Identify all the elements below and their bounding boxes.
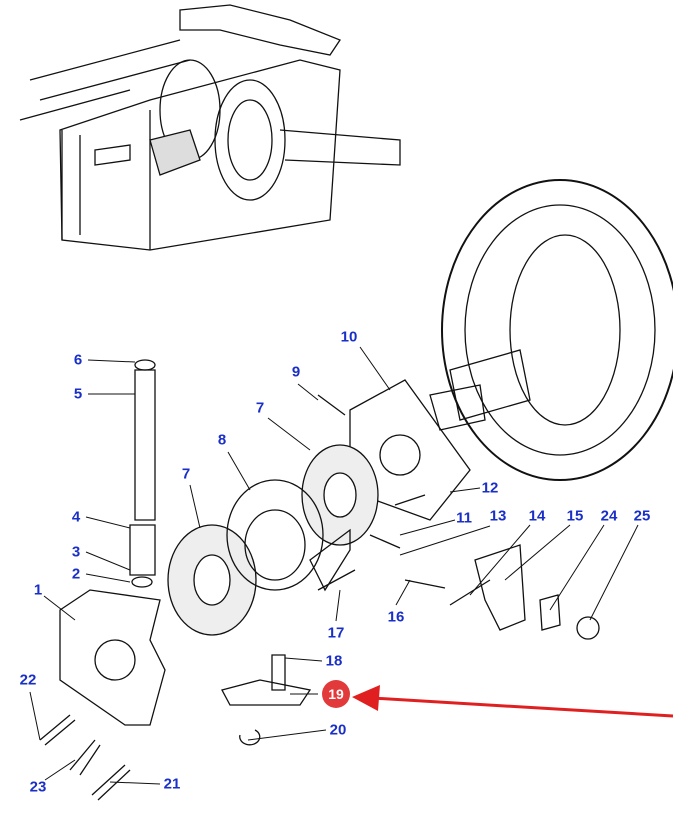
callout-10[interactable]: 10 [340,328,358,346]
callout-25[interactable]: 25 [633,507,651,525]
shaft [134,369,156,521]
callout-13[interactable]: 13 [489,507,507,525]
highlight-arrow [352,685,673,718]
callout-21[interactable]: 21 [163,775,181,793]
callout-1[interactable]: 1 [33,581,43,599]
callout-7[interactable]: 7 [255,399,265,417]
callout-17[interactable]: 17 [327,624,345,642]
callout-14[interactable]: 14 [528,507,546,525]
callout-2[interactable]: 2 [71,565,81,583]
brake-assembly [226,479,324,591]
ring-gear [429,179,673,481]
assembly-overview [19,4,401,251]
callout-5[interactable]: 5 [73,385,83,403]
callout-8[interactable]: 8 [217,431,227,449]
callout-11[interactable]: 11 [456,509,472,527]
callout-22[interactable]: 22 [19,671,37,689]
callout-9[interactable]: 9 [291,363,301,381]
callout-23[interactable]: 23 [29,778,47,796]
callout-7[interactable]: 7 [181,465,191,483]
callout-19-highlight[interactable]: 19 [322,680,350,708]
callout-3[interactable]: 3 [71,543,81,561]
callout-6[interactable]: 6 [73,351,83,369]
callout-20[interactable]: 20 [329,721,347,739]
bracket [221,679,312,706]
callout-15[interactable]: 15 [566,507,584,525]
mounting-plate [59,589,166,726]
callout-4[interactable]: 4 [71,508,81,526]
callout-16[interactable]: 16 [387,608,405,626]
callout-18[interactable]: 18 [325,652,343,670]
callout-24[interactable]: 24 [600,507,618,525]
callout-12[interactable]: 12 [481,479,499,497]
